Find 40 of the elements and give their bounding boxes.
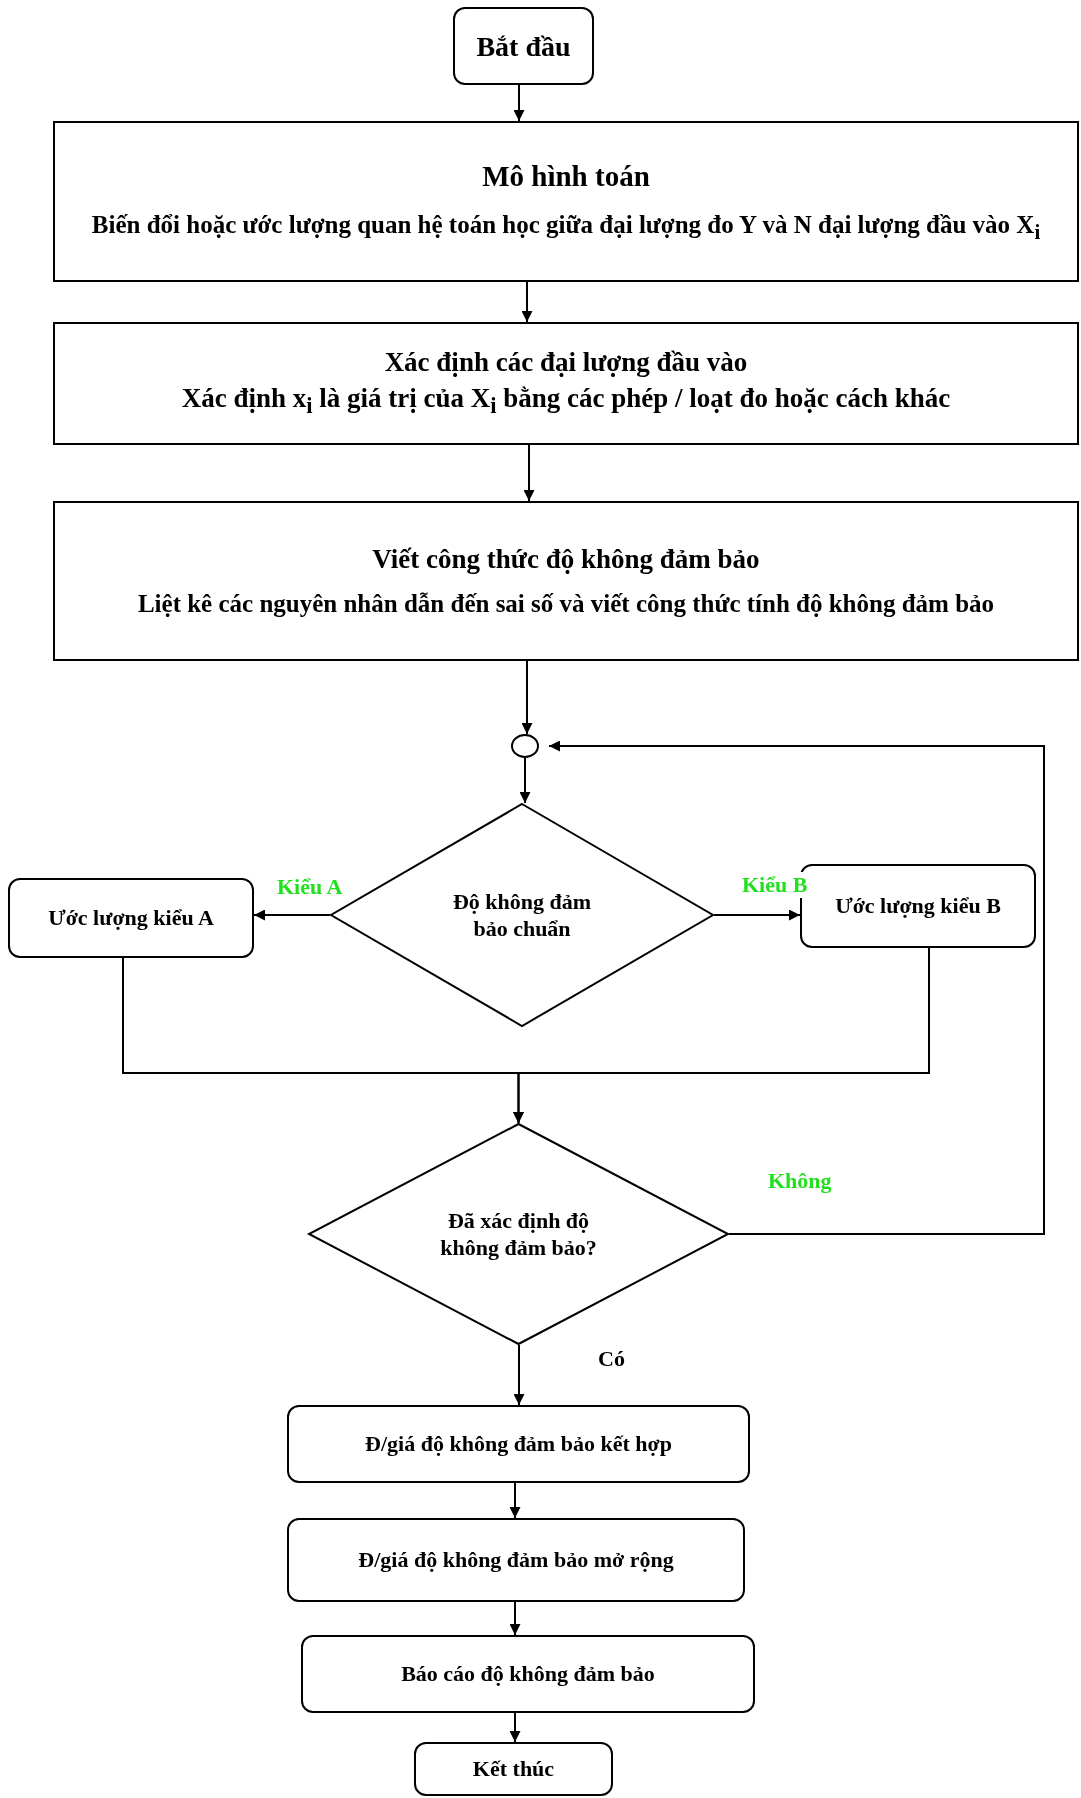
box-description: Liệt kê các nguyên nhân dẫn đến sai số và viết công thức tính độ không đảm bảo [137,589,995,620]
arrow [523,444,535,502]
box-heading: Viết công thức độ không đảm bảo [372,542,760,576]
process-box [287,1518,745,1602]
arrow [509,1601,521,1636]
arrow [513,84,525,122]
box-label: Ước lượng kiểu B [835,892,1001,920]
process-box [301,1635,755,1713]
decision-text: Độ không đảm bảo chuẩn [451,887,593,943]
box-label: Báo cáo độ không đảm bảo [401,1660,655,1688]
decision-text: Đã xác định độ không đảm bảo? [439,1206,598,1262]
arrow [509,1712,521,1743]
process-box [53,501,1079,661]
arrow [513,947,930,1124]
box-label: Đ/giá độ không đảm bảo kết hợp [365,1430,672,1458]
arrow [519,757,531,804]
box-description: Xác định x$_{i}$ là giá trị của X$_{i}$ bằng các phép / loạt đo hoặc cách khác [181,382,951,421]
edge-label: Kiểu B [740,872,810,898]
process-box [414,1742,613,1796]
arrow [253,909,331,921]
connector-circle [511,734,539,758]
arrow [713,909,801,921]
arrow [509,1482,521,1519]
process-box [53,121,1079,282]
box-label: Đ/giá độ không đảm bảo mở rộng [358,1546,674,1574]
arrow [521,281,533,323]
process-box [53,322,1079,445]
arrow [521,660,533,735]
box-description: Biến đổi hoặc ước lượng quan hệ toán học giữa đại lượng đo Y và N đại lượng đầu vào X$_{i}$ [91,209,1041,245]
arrow [513,1344,525,1406]
arrow [548,740,1045,1235]
process-box [287,1405,750,1483]
decision-diamond [308,1123,729,1345]
box-heading: Mô hình toán [482,159,650,195]
box-label: Kết thúc [472,1755,555,1783]
box-label: Bắt đầu [476,29,571,64]
process-box [453,7,594,85]
box-label: Ước lượng kiểu A [48,904,214,932]
box-heading: Xác định các đại lượng đầu vào [384,346,748,380]
process-box [8,878,254,958]
